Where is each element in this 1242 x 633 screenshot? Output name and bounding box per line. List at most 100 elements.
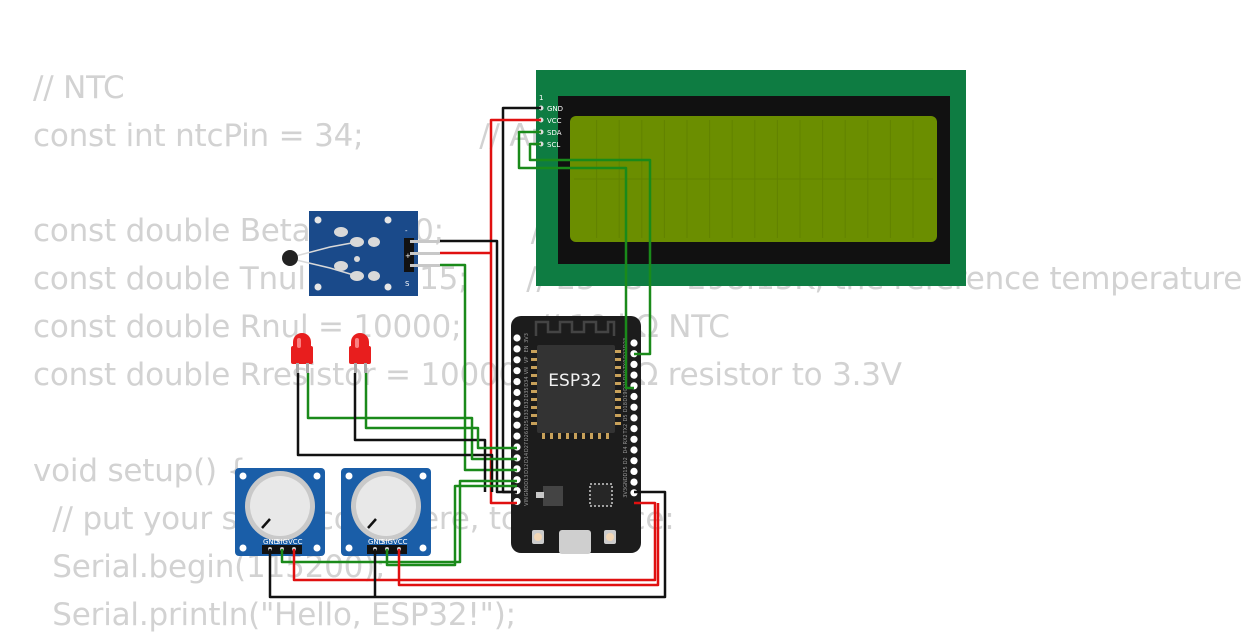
esp32-pin-label: VN [524, 367, 530, 374]
code-line: Serial.println("Hello, ESP32!"); [33, 597, 516, 633]
ntc-module[interactable]: - + S [282, 211, 440, 296]
code-line: const double Rnul = 10000; // 10 kΩ NTC [33, 309, 730, 345]
esp32-board[interactable]: ESP32 3V3ENVPVND34D35D32D33D25D26D27D14D… [511, 316, 641, 554]
pot-pin-label: SIG [276, 538, 288, 546]
esp32-pin [513, 388, 521, 397]
module-pad [566, 433, 569, 439]
ntc-header [404, 238, 414, 272]
esp32-pin-label: D14 [524, 453, 530, 463]
esp32-pin [630, 435, 638, 443]
esp32-pin [513, 334, 521, 342]
wire-pot1-signal [280, 479, 517, 564]
led-1[interactable] [291, 333, 313, 373]
module-pad [615, 422, 621, 425]
module-pad [531, 422, 537, 425]
voltage-regulator [543, 486, 563, 506]
lcd-pin-label: VCC [547, 117, 562, 125]
pot-pin-label: GND [263, 538, 279, 546]
module-pad [531, 390, 537, 393]
esp32-pin [630, 457, 638, 465]
module-pad [531, 398, 537, 401]
code-line: // NTC [33, 70, 125, 106]
module-pad [531, 374, 537, 377]
potentiometer-1[interactable]: GND SIG VCC [235, 468, 325, 556]
module-pad [615, 406, 621, 409]
esp32-pin [630, 339, 638, 347]
esp32-pin [630, 371, 638, 379]
esp32-pin-label: D35 [524, 387, 530, 397]
code-line: Serial.begin(115200); [33, 549, 386, 585]
esp32-pin-label: VP [524, 357, 530, 363]
esp32-pin-label: TX2 [623, 424, 629, 435]
esp32-pin-label: D27 [524, 442, 530, 452]
wire-pot2-vcc [397, 503, 660, 587]
wire-pot2-signal [385, 484, 517, 567]
esp32-pin-label: D34 [524, 376, 530, 386]
wire-lcd-vcc [489, 118, 541, 505]
module-pad [558, 433, 561, 439]
esp32-pin-label: D5 [623, 414, 629, 421]
module-pad [615, 390, 621, 393]
ntc-pin-label: S [405, 280, 410, 288]
esp32-pin-label: D13 [524, 475, 530, 485]
lcd-character-grid [574, 120, 933, 238]
esp32-pin [630, 425, 638, 433]
module-pad [531, 350, 537, 353]
module-pad [574, 433, 577, 439]
esp32-pin-label: D33 [524, 409, 530, 419]
pot-pin-label: GND [368, 538, 384, 546]
module-pad [531, 414, 537, 417]
module-pad [542, 433, 545, 439]
pot-pin-label: VCC [288, 538, 303, 546]
module-pad [615, 374, 621, 377]
wire-pot1-vcc [292, 501, 657, 582]
esp32-pin [513, 421, 521, 429]
wire-led1-gnd [296, 373, 494, 492]
potentiometer-2[interactable]: GND SIG VCC [341, 468, 431, 556]
wire-lcd-scl [528, 142, 652, 356]
module-pad [531, 358, 537, 361]
esp32-pin-label: 3V3 [623, 488, 629, 498]
module-pad [582, 433, 585, 439]
module-pad [615, 358, 621, 361]
esp32-pin [630, 403, 638, 411]
thermistor-bead [282, 250, 298, 266]
esp32-pin [513, 399, 521, 407]
ntc-board [309, 211, 418, 296]
esp32-pin-label: D32 [524, 398, 530, 408]
module-pad [615, 350, 621, 353]
esp32-pin-label: VIN [524, 497, 530, 506]
module-pad [550, 433, 553, 439]
lcd-pin-label: GND [547, 105, 563, 113]
esp32-pin [513, 432, 521, 440]
esp32-pin [630, 446, 638, 454]
led-2[interactable] [349, 333, 371, 373]
esp32-pin [513, 410, 521, 418]
antenna-trace [534, 320, 616, 336]
lcd-display[interactable]: 1 GND VCC SDA SCL [536, 70, 966, 286]
esp32-chip-label: ESP32 [548, 371, 601, 391]
esp32-pin-label: EN [524, 345, 530, 352]
module-pad [590, 433, 593, 439]
esp32-pin [630, 414, 638, 422]
ntc-pin-label: - [405, 227, 408, 235]
ntc-pin-label: + [405, 252, 411, 260]
esp32-pin-label: 3V3 [524, 333, 530, 343]
esp32-pin-label: D19 [623, 391, 629, 401]
esp32-pin [513, 345, 521, 353]
usb-port [559, 530, 591, 554]
esp32-pin-label: D26 [524, 431, 530, 441]
wires [268, 106, 667, 599]
lcd-pin-number: 1 [539, 94, 543, 102]
module-pad [606, 433, 609, 439]
esp32-pin [630, 478, 638, 486]
wire-led2-signal [364, 373, 517, 450]
esp32-pin-label: GND [524, 485, 530, 497]
esp32-pin-label: D25 [524, 420, 530, 430]
esp32-pin-label: D12 [524, 464, 530, 474]
module-pad [615, 382, 621, 385]
module-pad [615, 414, 621, 417]
pot-pin-label: VCC [393, 538, 408, 546]
module-pads [531, 350, 621, 439]
esp32-pin [513, 378, 521, 386]
